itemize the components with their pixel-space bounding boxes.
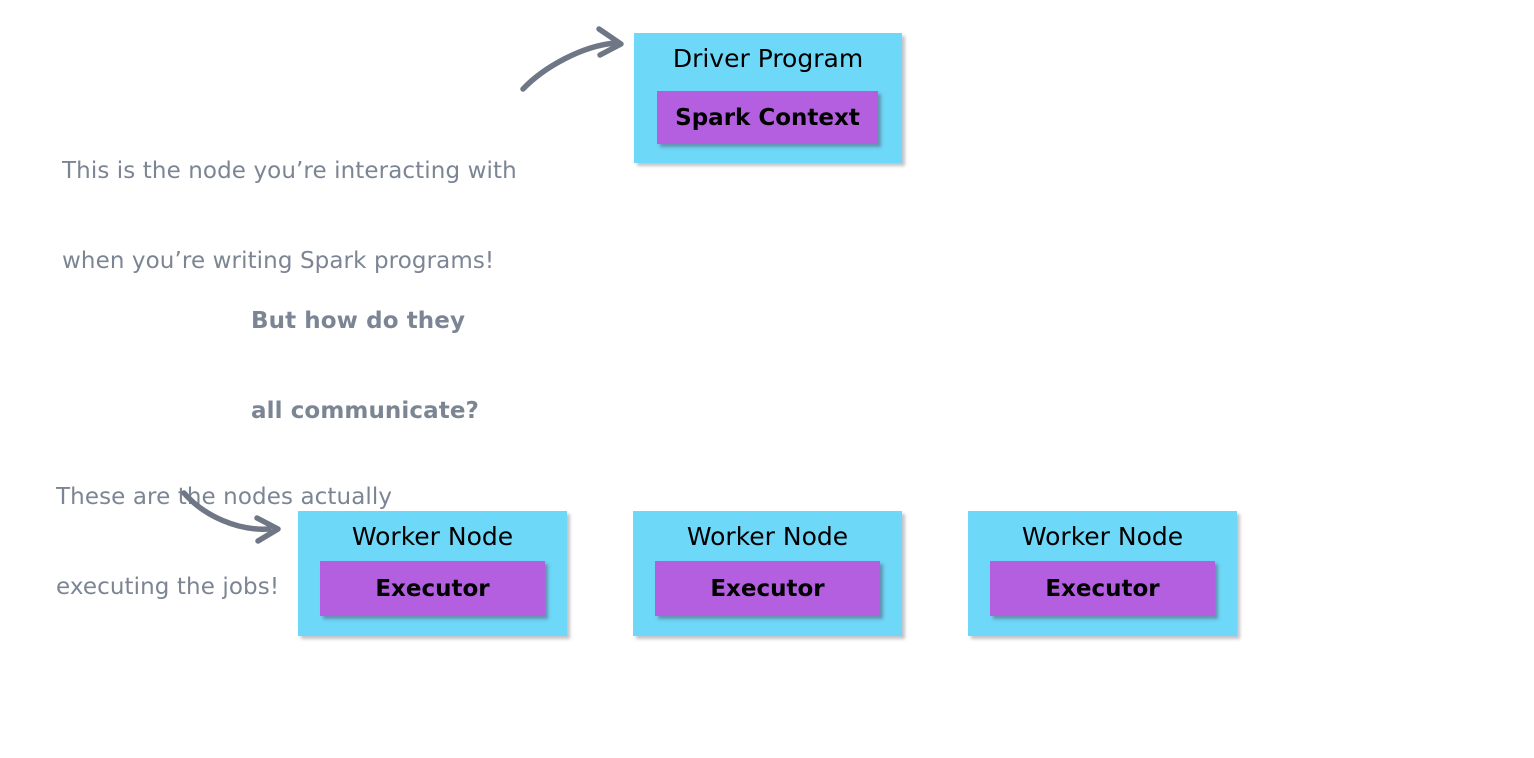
curved-arrow-to-driver-icon [520,26,624,92]
executor-label-1: Executor [375,575,490,602]
communication-annotation-line-1: But how do they [251,308,466,334]
worker-node-1-title: Worker Node [351,522,514,551]
communication-annotation-line-2: all communicate? [251,398,479,424]
spark-context-box: Spark Context [657,91,878,144]
executor-label-2: Executor [710,575,825,602]
spark-context-label: Spark Context [675,104,860,131]
driver-annotation-line-1: This is the node you’re interacting with [62,158,517,184]
executor-box-2: Executor [655,561,880,616]
executor-box-1: Executor [320,561,545,616]
driver-annotation-line-2: when you’re writing Spark programs! [62,248,495,274]
worker-node-2-title: Worker Node [686,522,849,551]
executor-label-3: Executor [1045,575,1160,602]
workers-annotation-line-1: These are the nodes actually [56,484,393,510]
arrow-shaft [520,40,618,92]
worker-node-2: Worker Node Executor [633,511,902,636]
executor-box-3: Executor [990,561,1215,616]
worker-node-3: Worker Node Executor [968,511,1237,636]
arrow-head [596,26,624,58]
driver-program-title: Driver Program [672,44,864,73]
driver-program-node: Driver Program Spark Context [634,33,902,163]
worker-node-1: Worker Node Executor [298,511,567,636]
worker-node-3-title: Worker Node [1021,522,1184,551]
driver-annotation: This is the node you’re interacting with… [62,96,517,336]
workers-annotation-line-2: executing the jobs! [56,574,280,600]
communication-annotation: But how do they all communicate? [251,246,479,486]
